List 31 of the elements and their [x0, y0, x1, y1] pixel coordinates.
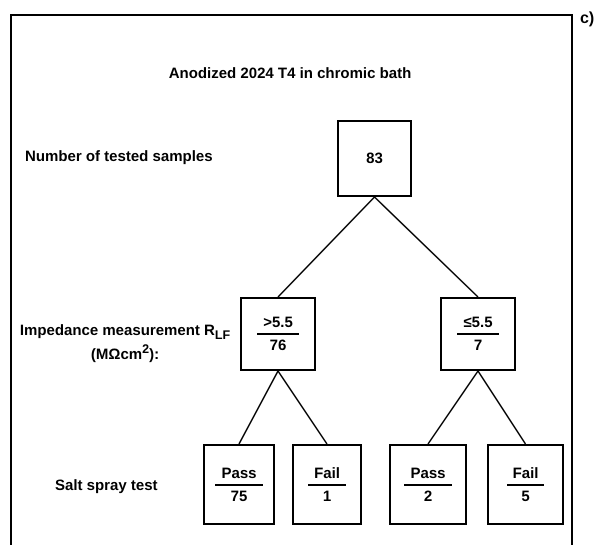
tree-box	[487, 444, 564, 525]
sample-count: 5	[521, 486, 530, 504]
category-label: Fail	[506, 464, 544, 486]
sample-count: 83	[366, 150, 383, 167]
tree-branch-line	[277, 370, 328, 444]
category-label: Pass	[404, 464, 452, 486]
category-label: Pass	[215, 464, 263, 486]
tree-box	[440, 297, 516, 371]
category-label: Fail	[308, 464, 346, 486]
tree-box	[203, 444, 275, 525]
tree-box	[240, 297, 316, 371]
tree-box	[337, 120, 412, 197]
tree-branch-line	[427, 370, 479, 444]
panel-letter: c)	[580, 10, 594, 28]
tree-box	[292, 444, 362, 525]
sample-count: 76	[270, 336, 286, 354]
row-label: Salt spray test	[55, 477, 158, 494]
tree-branch-line	[238, 370, 279, 444]
category-label: >5.5	[257, 314, 299, 335]
diagram-title: Anodized 2024 T4 in chromic bath	[168, 65, 412, 82]
sample-count: 2	[424, 486, 432, 504]
tree-branch-line	[374, 196, 479, 298]
tree-branch-line	[277, 196, 376, 298]
tree-branch-line	[477, 370, 526, 444]
row-label: Impedance measurement R$_{LF}$ (MΩcm$^{2}$):	[18, 322, 232, 363]
sample-count: 75	[230, 486, 248, 504]
row-label: Number of tested samples	[25, 148, 213, 165]
tree-box	[389, 444, 467, 525]
sample-count: 7	[474, 336, 482, 354]
category-label: ≤5.5	[457, 314, 499, 335]
sample-count: 1	[322, 486, 332, 504]
